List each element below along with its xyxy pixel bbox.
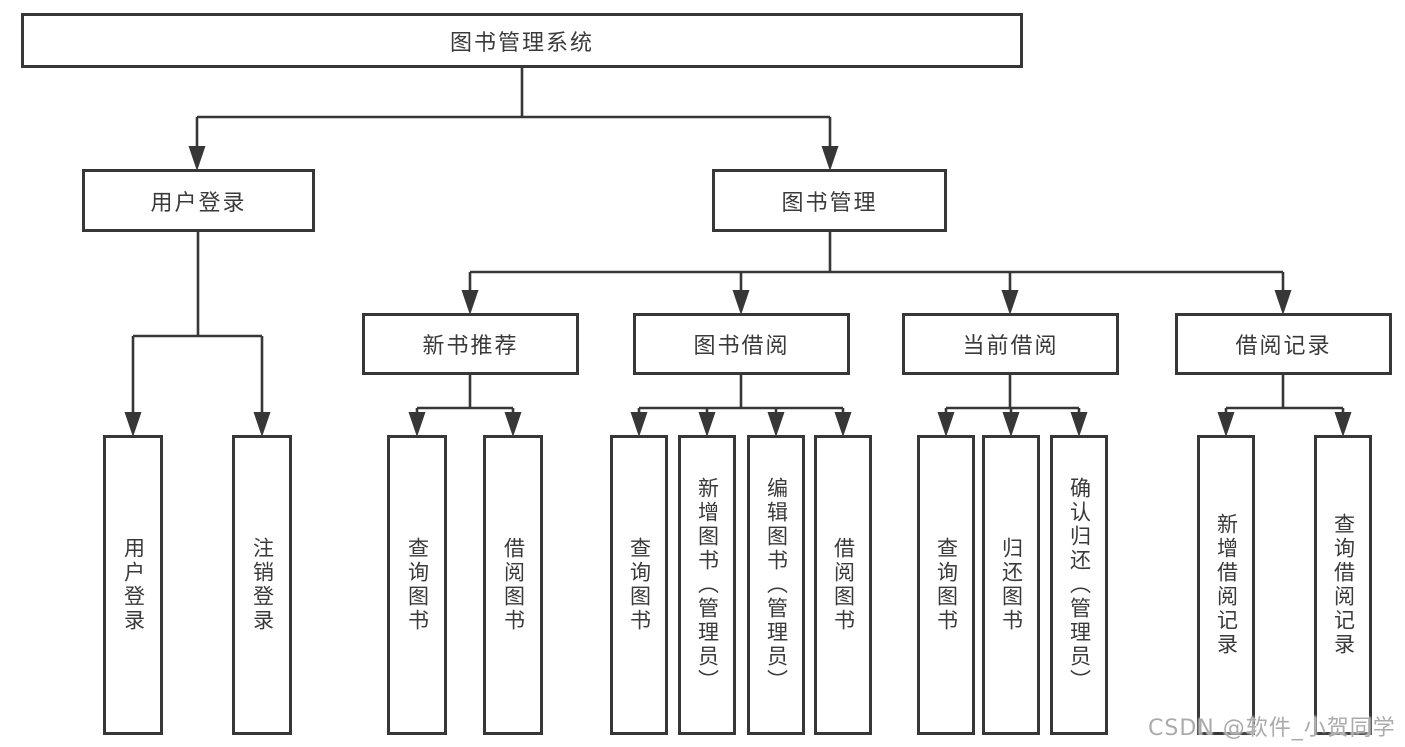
- leaf-rec-borrow-book: 借阅图书: [483, 435, 543, 735]
- node-user-login: 用户登录: [82, 169, 315, 232]
- leaf-cb-confirm-return-admin-label: 确认归还（管理员）: [1067, 477, 1092, 693]
- node-borrowing-records: 借阅记录: [1175, 313, 1392, 375]
- node-book-management: 图书管理: [712, 169, 947, 232]
- leaf-cb-confirm-return-admin: 确认归还（管理员）: [1050, 435, 1108, 735]
- leaf-bb-add-book-admin: 新增图书（管理员）: [678, 435, 736, 735]
- leaf-logout-label: 注销登录: [250, 537, 275, 633]
- leaf-cb-query-book: 查询图书: [917, 435, 975, 735]
- node-new-book-recommend: 新书推荐: [362, 313, 579, 375]
- leaf-br-query-record-label: 查询借阅记录: [1331, 513, 1356, 657]
- leaf-bb-borrow-book-label: 借阅图书: [831, 537, 856, 633]
- watermark-text: CSDN @软件_小贺同学: [1148, 716, 1396, 741]
- leaf-user-login: 用户登录: [103, 435, 163, 735]
- leaf-cb-query-book-label: 查询图书: [934, 537, 959, 633]
- node-borrowing-records-label: 借阅记录: [1235, 334, 1332, 359]
- leaf-br-query-record: 查询借阅记录: [1314, 435, 1372, 735]
- leaf-br-add-record: 新增借阅记录: [1197, 435, 1255, 735]
- node-book-management-label: 图书管理: [781, 190, 878, 216]
- node-current-borrowing: 当前借阅: [902, 313, 1119, 375]
- node-new-book-recommend-label: 新书推荐: [422, 334, 519, 359]
- leaf-bb-borrow-book: 借阅图书: [814, 435, 872, 735]
- leaf-user-login-label: 用户登录: [121, 537, 146, 633]
- leaf-bb-edit-book-admin: 编辑图书（管理员）: [747, 435, 805, 735]
- node-current-borrowing-label: 当前借阅: [962, 334, 1059, 359]
- leaf-bb-query-book-label: 查询图书: [627, 537, 652, 633]
- leaf-logout: 注销登录: [232, 435, 292, 735]
- node-book-borrowing-label: 图书借阅: [693, 334, 790, 359]
- leaf-rec-query-book: 查询图书: [387, 435, 447, 735]
- node-library-system: 图书管理系统: [21, 13, 1023, 68]
- leaf-cb-return-book-label: 归还图书: [999, 537, 1024, 633]
- leaf-rec-query-book-label: 查询图书: [405, 537, 430, 633]
- leaf-br-add-record-label: 新增借阅记录: [1214, 513, 1239, 657]
- leaf-rec-borrow-book-label: 借阅图书: [501, 537, 526, 633]
- leaf-cb-return-book: 归还图书: [982, 435, 1040, 735]
- leaf-bb-edit-book-admin-label: 编辑图书（管理员）: [764, 477, 789, 693]
- node-user-login-label: 用户登录: [150, 190, 247, 216]
- node-library-system-label: 图书管理系统: [449, 30, 594, 56]
- leaf-bb-query-book: 查询图书: [610, 435, 668, 735]
- connector-stems: [131, 68, 1345, 424]
- node-book-borrowing: 图书借阅: [633, 313, 850, 375]
- leaf-bb-add-book-admin-label: 新增图书（管理员）: [695, 477, 720, 693]
- connector-arrowheads: [124, 146, 1352, 437]
